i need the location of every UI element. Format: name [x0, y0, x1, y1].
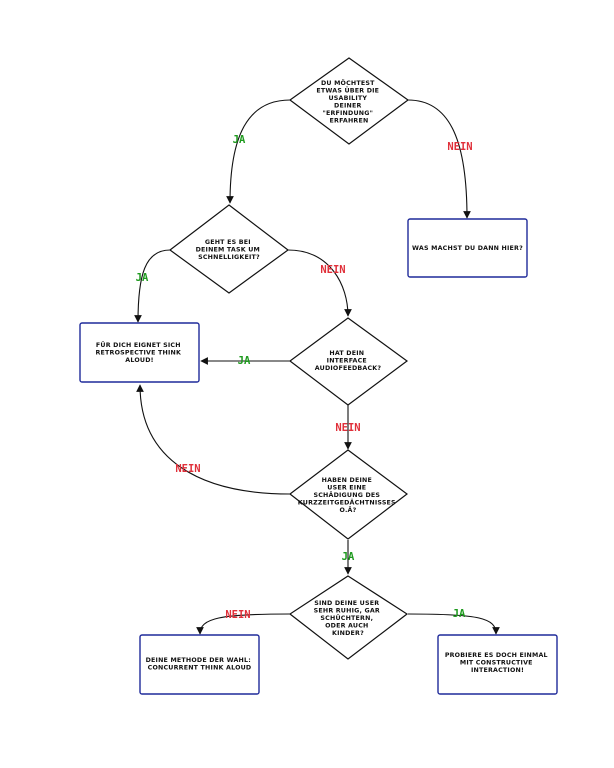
- result-was-machst-du-text: WAS MACHST DU DANN HIER?: [412, 245, 523, 252]
- edge-d5-nein: [196, 613, 291, 635]
- result-constructive: PROBIERE ES DOCH EINMAL MIT CONSTRUCTIVE…: [437, 634, 558, 695]
- result-was-machst-du: WAS MACHST DU DANN HIER?: [407, 218, 528, 278]
- result-retrospective-text: FÜR DICH EIGNET SICH RETROSPECTIVE THINK…: [96, 340, 184, 364]
- decision-audiofeedback: HAT DEIN INTERFACE AUDIOFEEDBACK?: [288, 317, 409, 406]
- result-concurrent-shape: [139, 634, 260, 695]
- nodes: DU MÖCHTEST ETWAS ÜBER DIE USABILITY DEI…: [79, 57, 558, 695]
- result-constructive-shape: [437, 634, 558, 695]
- decision-kurzzeitgedaechtnis-text: HABEN DEINE USER EINE SCHÄDIGUNG DES KUR…: [298, 477, 398, 514]
- decision-ruhig-kinder-text: SIND DEINE USER SEHR RUHIG, GAR SCHÜCHTE…: [314, 600, 383, 637]
- edge-label-d4-nein: NEIN: [175, 463, 200, 475]
- result-concurrent: DEINE METHODE DER WAHL: CONCURRENT THINK…: [139, 634, 260, 695]
- edge-label-d5-ja: JA: [453, 608, 466, 620]
- edge-d1-ja: [226, 99, 291, 204]
- edge-label-d5-nein: NEIN: [225, 609, 250, 621]
- edge-d4-nein: [136, 384, 291, 495]
- edge-label-d2-ja: JA: [136, 272, 149, 284]
- edge-d2-ja: [134, 249, 171, 323]
- edge-d2-nein: [287, 249, 352, 317]
- decision-usability-text: DU MÖCHTEST ETWAS ÜBER DIE USABILITY DEI…: [316, 78, 381, 125]
- result-constructive-text: PROBIERE ES DOCH EINMAL MIT CONSTRUCTIVE…: [445, 652, 550, 674]
- edge-label-d1-nein: NEIN: [447, 141, 472, 153]
- result-was-machst-du-shape: [407, 218, 528, 278]
- edge-label-d3-ja: JA: [238, 355, 251, 367]
- decision-schnelligkeit-shape: [168, 204, 290, 294]
- edge-label-d2-nein: NEIN: [320, 264, 345, 276]
- decision-usability-shape: [288, 57, 410, 145]
- result-concurrent-text: DEINE METHODE DER WAHL: CONCURRENT THINK…: [146, 657, 254, 672]
- edge-d5-ja: [407, 613, 500, 635]
- decision-audiofeedback-text: HAT DEIN INTERFACE AUDIOFEEDBACK?: [315, 350, 382, 372]
- edge-labels: JA NEIN JA NEIN JA NEIN NEIN JA NEIN JA: [136, 134, 473, 621]
- decision-usability: DU MÖCHTEST ETWAS ÜBER DIE USABILITY DEI…: [288, 57, 410, 145]
- result-retrospective-shape: [79, 322, 200, 383]
- decision-schnelligkeit-text: GEHT ES BEI DEINEM TASK UM SCHNELLIGKEIT…: [196, 239, 263, 261]
- edges: [134, 99, 500, 635]
- decision-ruhig-kinder-shape: [288, 575, 409, 660]
- edge-label-d3-nein: NEIN: [335, 422, 360, 434]
- edge-label-d4-ja: JA: [342, 551, 355, 563]
- decision-schnelligkeit: GEHT ES BEI DEINEM TASK UM SCHNELLIGKEIT…: [168, 204, 290, 294]
- decision-kurzzeitgedaechtnis: HABEN DEINE USER EINE SCHÄDIGUNG DES KUR…: [289, 449, 408, 540]
- decision-audiofeedback-shape: [288, 317, 409, 406]
- result-retrospective: FÜR DICH EIGNET SICH RETROSPECTIVE THINK…: [79, 322, 200, 383]
- edge-d1-nein: [407, 99, 471, 219]
- decision-ruhig-kinder: SIND DEINE USER SEHR RUHIG, GAR SCHÜCHTE…: [288, 575, 409, 660]
- edge-label-d1-ja: JA: [233, 134, 246, 146]
- decision-kurzzeitgedaechtnis-shape: [289, 449, 408, 540]
